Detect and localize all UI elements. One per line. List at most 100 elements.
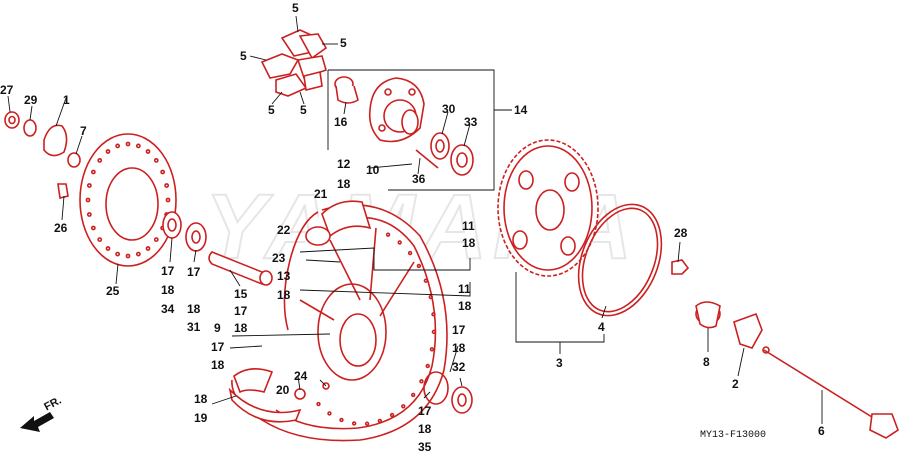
callout-8: 8 [703, 355, 710, 369]
disc-hole [125, 253, 131, 259]
rim-hole [410, 392, 416, 398]
rim-hole [423, 278, 429, 283]
callout-11: 11 [458, 282, 471, 296]
rim-hole [401, 404, 406, 409]
callout-17: 17 [234, 304, 248, 318]
callout-26: 26 [54, 221, 68, 235]
rim-hole [419, 379, 424, 384]
callout-23: 23 [272, 251, 286, 265]
callout-28: 28 [674, 226, 688, 240]
callout-5: 5 [292, 1, 299, 15]
rim-hole [431, 329, 437, 335]
callout-4: 4 [598, 320, 605, 334]
callout-25: 25 [106, 284, 120, 298]
callout-18: 18 [458, 299, 472, 313]
circlip [423, 371, 449, 405]
rim-hole [327, 411, 332, 416]
disc-hole [160, 169, 166, 175]
callout-7: 7 [80, 124, 87, 138]
callout-5: 5 [268, 103, 275, 117]
callout-19: 19 [194, 411, 208, 425]
bearing-left [162, 211, 182, 239]
callout-18: 18 [234, 321, 248, 335]
rim-hole [431, 312, 436, 317]
callout-9: 9 [214, 321, 221, 335]
axle-6 [762, 346, 899, 439]
disc-hole [105, 246, 111, 251]
leader-lines [7, 15, 823, 424]
brake-disc [79, 133, 177, 267]
callout-18: 18 [277, 288, 291, 302]
rim-hole [364, 421, 370, 426]
disc-hole [86, 183, 92, 188]
collar-16 [334, 76, 359, 104]
o-ring-4 [577, 203, 663, 317]
callout-11: 11 [462, 219, 475, 233]
callout-17: 17 [187, 265, 201, 279]
callout-36: 36 [412, 172, 426, 186]
callout-17: 17 [161, 264, 175, 278]
disc-hole [90, 225, 96, 231]
rim-hole [407, 250, 413, 256]
chain-adjuster-2 [733, 312, 763, 349]
callout-18: 18 [211, 358, 225, 372]
callout-2: 2 [732, 377, 739, 391]
diagram-code: MY13-F13000 [700, 430, 767, 441]
rim-hole [389, 412, 395, 418]
disc-hole [90, 169, 96, 175]
bearing-32 [451, 386, 473, 414]
rim-hole [351, 421, 357, 426]
disc-hole [85, 197, 91, 203]
callout-1: 1 [63, 93, 70, 107]
bearing-33 [450, 144, 474, 176]
rim-hole [416, 263, 422, 269]
callout-31: 31 [187, 320, 201, 334]
callout-18: 18 [418, 422, 432, 436]
callout-17: 17 [418, 404, 432, 418]
rim-hole [425, 363, 430, 369]
rim-hole [429, 347, 435, 352]
bearing-left-2 [185, 222, 207, 252]
callout-18: 18 [187, 302, 201, 316]
disc-hole [145, 246, 151, 251]
disc-hole [115, 143, 121, 149]
callout-27: 27 [0, 83, 14, 97]
tube-band [228, 368, 330, 423]
callout-16: 16 [334, 115, 348, 129]
disc-hole [135, 251, 141, 257]
callout-34: 34 [161, 302, 175, 316]
callout-17: 17 [452, 323, 466, 337]
callout-33: 33 [464, 115, 478, 129]
disc-hole [153, 237, 159, 242]
nut-28 [671, 259, 690, 275]
stud-36 [415, 149, 439, 169]
callout-10: 10 [366, 163, 380, 177]
damper-group [260, 29, 328, 97]
callout-3: 3 [556, 356, 563, 370]
callout-24: 24 [294, 369, 308, 383]
callout-30: 30 [442, 102, 456, 116]
collar-8 [695, 301, 721, 329]
rim-hole [428, 294, 433, 300]
callout-6: 6 [818, 424, 825, 438]
callout-18: 18 [452, 341, 466, 355]
callout-15: 15 [234, 287, 248, 301]
disc-hole [135, 143, 141, 149]
callout-21: 21 [314, 187, 328, 201]
rim-hole [377, 418, 383, 424]
callout-18: 18 [161, 283, 175, 297]
rim-hole [397, 240, 402, 245]
callout-20: 20 [276, 383, 290, 397]
bearing-30 [430, 132, 450, 160]
callout-32: 32 [452, 360, 466, 374]
disc-hole [97, 158, 103, 163]
callout-12: 12 [337, 157, 351, 171]
disc-hole [164, 183, 170, 188]
disc-hole [115, 251, 121, 257]
callout-17: 17 [211, 340, 225, 354]
disc-hole [153, 158, 159, 163]
disc-hole [97, 237, 103, 242]
callout-35: 35 [418, 440, 432, 454]
